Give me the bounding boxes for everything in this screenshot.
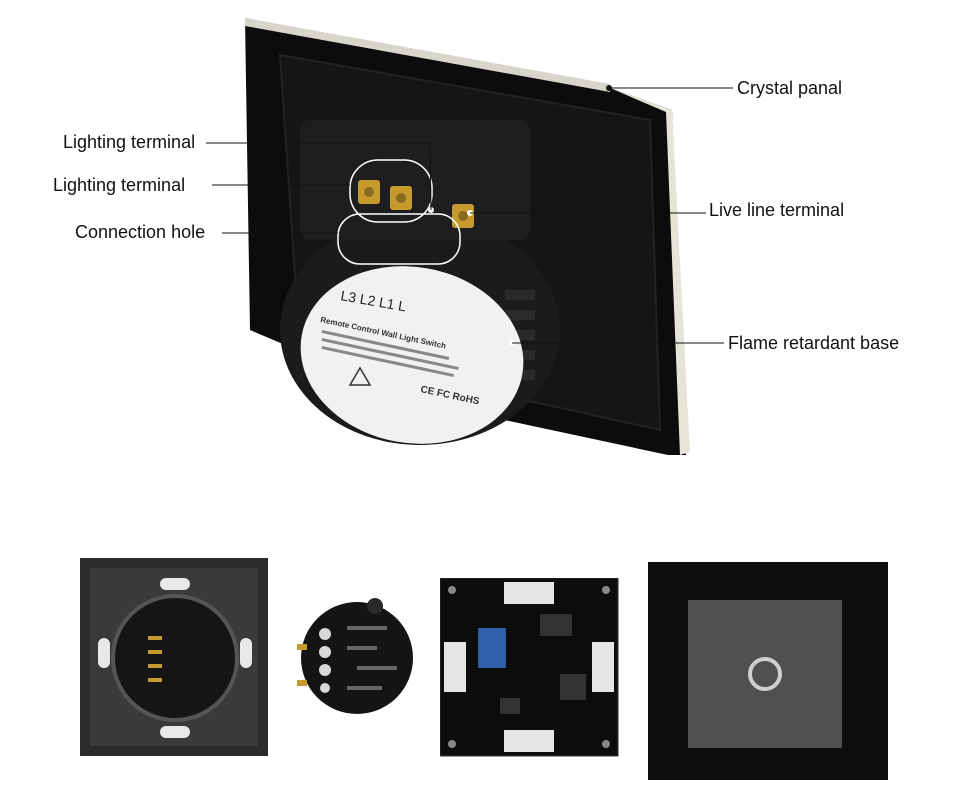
live-line-terminal [452, 204, 474, 228]
crystal-panel-edge [610, 88, 690, 455]
circuit-module-thumbnail [297, 598, 413, 714]
touch-ring-icon [748, 657, 782, 691]
product-label-disc [300, 266, 524, 444]
flame-retardant-base-label: Flame retardant base [728, 333, 900, 353]
back-frame-thumbnail [80, 558, 268, 756]
crystal-panel-label: Crystal panal [737, 78, 843, 98]
connection-hole-label: Connection hole [75, 222, 206, 242]
lighting-terminal-label-2: Lighting terminal [53, 175, 186, 195]
live-line-terminal-label: Live line terminal [709, 200, 845, 220]
lighting-terminal-label-1: Lighting terminal [63, 132, 196, 152]
lighting-terminals [358, 180, 412, 210]
touch-panel-front-thumbnail [648, 562, 888, 780]
control-board-thumbnail [440, 578, 619, 757]
